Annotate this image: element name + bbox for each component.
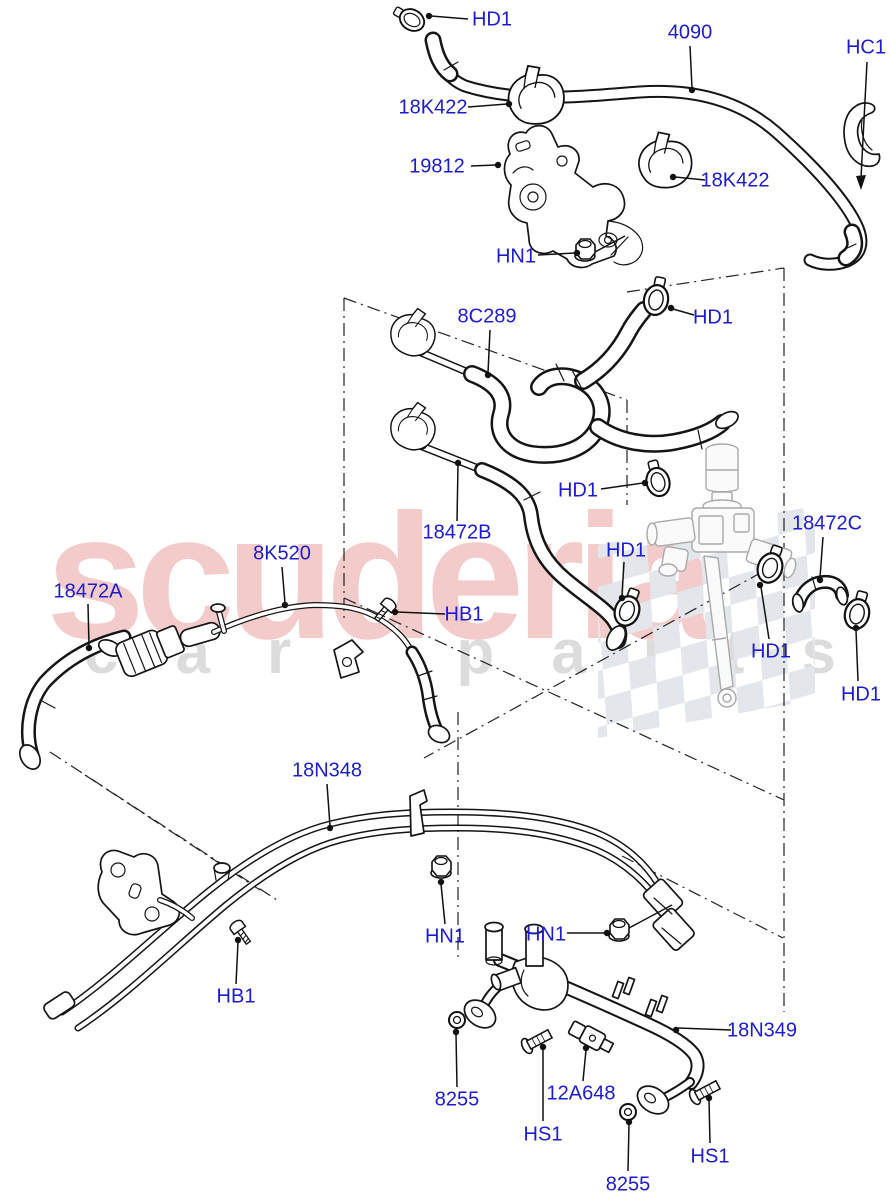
part-label-hd1-1[interactable]: HD1 <box>471 8 513 31</box>
part-label-hc1[interactable]: HC1 <box>845 36 887 59</box>
part-label-18k422-2[interactable]: 18K422 <box>700 169 770 192</box>
part-label-hb1-2[interactable]: HB1 <box>216 985 256 1008</box>
part-19812-bracket <box>503 124 644 269</box>
part-label-12a648[interactable]: 12A648 <box>546 1082 616 1105</box>
part-hb1-bolt-2 <box>227 917 255 948</box>
part-18472c-hose <box>791 577 849 613</box>
part-hs1-screw-1 <box>518 1025 555 1056</box>
part-label-18472c[interactable]: 18472C <box>791 512 863 535</box>
part-hd1-clamp-8c289 <box>640 273 674 319</box>
part-12a648-sensor <box>567 1020 615 1054</box>
part-label-18472a[interactable]: 18472A <box>53 580 123 603</box>
part-label-hd1-5[interactable]: HD1 <box>750 640 792 663</box>
part-label-hd1-3[interactable]: HD1 <box>557 479 599 502</box>
part-label-19812[interactable]: 19812 <box>409 155 465 178</box>
part-hd1-clamp-valve-left <box>640 456 674 500</box>
part-label-18k422-1[interactable]: 18K422 <box>398 96 468 119</box>
part-8c289-hose <box>405 310 739 455</box>
part-label-18472b[interactable]: 18472B <box>422 521 492 544</box>
part-label-18n349[interactable]: 18N349 <box>726 1019 798 1042</box>
part-label-hn1-1[interactable]: HN1 <box>495 245 537 268</box>
part-4090-heater-hose <box>424 31 861 264</box>
part-label-8255-2[interactable]: 8255 <box>605 1173 651 1196</box>
part-8255-seal-1 <box>448 1011 466 1029</box>
part-label-4090[interactable]: 4090 <box>667 21 713 44</box>
part-clamp-8c289 <box>385 302 442 362</box>
part-label-hn1-2[interactable]: HN1 <box>424 925 466 948</box>
part-clamp-18472b <box>385 396 442 456</box>
part-hn1-nut-3 <box>608 918 630 942</box>
part-18472a-hose <box>19 637 124 770</box>
part-hn1-nut-2 <box>430 855 452 879</box>
construction-lines <box>49 267 785 1012</box>
part-label-18n348[interactable]: 18N348 <box>291 759 363 782</box>
part-label-8k520[interactable]: 8K520 <box>253 542 311 565</box>
part-18n348-pipes <box>43 789 695 1028</box>
part-label-8c289[interactable]: 8C289 <box>457 305 517 328</box>
part-label-hn1-3[interactable]: HN1 <box>525 923 567 946</box>
part-label-hb1-1[interactable]: HB1 <box>444 603 484 626</box>
part-label-hd1-6[interactable]: HD1 <box>840 683 882 706</box>
part-coupler-18472a <box>115 625 185 678</box>
part-label-hd1-4[interactable]: HD1 <box>605 539 647 562</box>
part-label-8255-1[interactable]: 8255 <box>434 1088 480 1111</box>
part-8k520-pipe <box>179 604 451 744</box>
part-18n349-rail <box>463 921 697 1115</box>
part-label-hs1-1[interactable]: HS1 <box>523 1123 563 1146</box>
leader-lines <box>85 12 868 1172</box>
part-label-hs1-2[interactable]: HS1 <box>690 1145 730 1168</box>
part-8255-seal-2 <box>619 1103 637 1121</box>
part-18k422-clip-2 <box>634 127 696 193</box>
part-label-hd1-2[interactable]: HD1 <box>692 306 734 329</box>
part-hd1-clamp-top <box>389 0 430 37</box>
part-18k422-clip-1 <box>502 59 569 130</box>
